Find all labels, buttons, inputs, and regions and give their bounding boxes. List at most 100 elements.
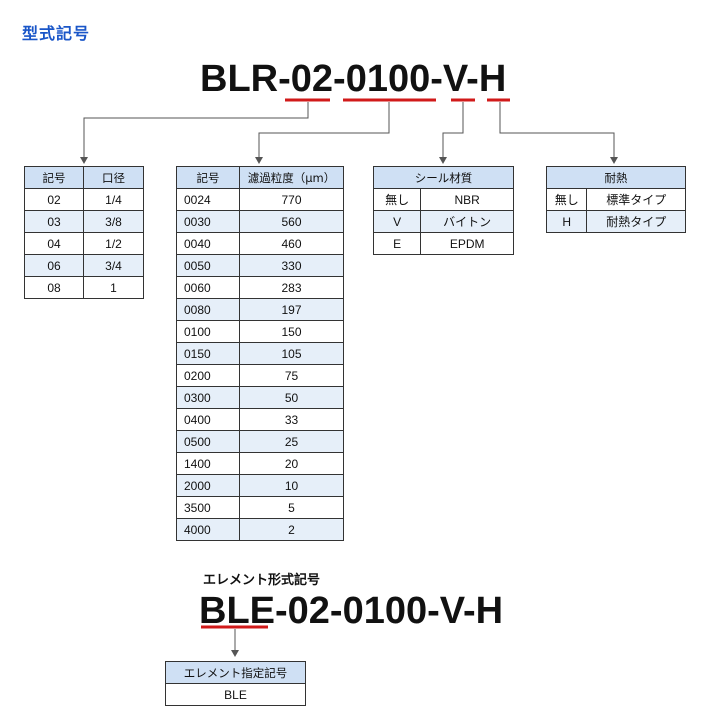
table-cell: 0200	[176, 364, 240, 387]
filter-connector	[258, 102, 390, 157]
table-cell: 105	[239, 342, 344, 365]
table-header: 記号	[176, 166, 240, 189]
table-cell: 4000	[176, 518, 240, 541]
element-code: BLE-02-0100-V-H	[199, 592, 503, 630]
table-cell: 3/4	[83, 254, 144, 277]
model-code: BLR-02-0100-V-H	[200, 60, 506, 98]
table-cell: 0060	[176, 276, 240, 299]
table-cell: EPDM	[420, 232, 514, 255]
element-prefix: BLE	[199, 590, 275, 632]
table-cell: BLE	[165, 683, 306, 706]
table-row: BLE	[165, 683, 306, 706]
table-cell: E	[372, 232, 422, 255]
table-cell: 標準タイプ	[586, 188, 686, 211]
arrowhead	[231, 650, 239, 657]
table-cell: 0500	[176, 430, 240, 453]
model-filter-segment: 0100	[345, 58, 431, 100]
table-cell: V	[372, 210, 422, 233]
table-cell: バイトン	[420, 210, 514, 233]
table-cell: 0100	[176, 320, 240, 343]
model-size-segment: 02	[290, 58, 334, 100]
arrowhead	[439, 157, 447, 164]
model-dash: -	[333, 58, 346, 100]
arrowhead	[80, 157, 88, 164]
element-designation-table: エレメント指定記号 BLE	[165, 661, 306, 706]
table-cell: 0050	[176, 254, 240, 277]
table-cell: 25	[239, 430, 344, 453]
table-cell: 0300	[176, 386, 240, 409]
table-cell: 0150	[176, 342, 240, 365]
element-heading: エレメント形式記号	[203, 573, 321, 588]
table-cell: 無し	[545, 188, 588, 211]
element-rest: -02-0100-V-H	[275, 590, 504, 632]
table-cell: H	[545, 210, 588, 233]
table-cell: 283	[239, 276, 344, 299]
table-cell: 1400	[176, 452, 240, 475]
table-cell: 150	[239, 320, 344, 343]
table-header: 口径	[83, 166, 144, 189]
table-cell: 2000	[176, 474, 240, 497]
table-cell: 5	[239, 496, 344, 519]
table-cell: 耐熱タイプ	[586, 210, 686, 233]
page-heading: 型式記号	[22, 24, 91, 43]
table-cell: 06	[24, 254, 84, 277]
table-header: エレメント指定記号	[165, 661, 306, 684]
model-dash: -	[430, 58, 443, 100]
table-cell: 1/4	[83, 188, 144, 211]
table-cell: 03	[24, 210, 84, 233]
table-cell: 0080	[176, 298, 240, 321]
table-cell: 02	[24, 188, 84, 211]
table-cell: 330	[239, 254, 344, 277]
table-cell: 3500	[176, 496, 240, 519]
model-heat-segment: H	[478, 58, 507, 100]
table-cell: 50	[239, 386, 344, 409]
table-cell: 770	[239, 188, 344, 211]
table-row: 無し標準タイプ	[545, 188, 686, 211]
table-header: シール材質	[373, 166, 514, 189]
model-prefix: BLR-	[200, 58, 291, 100]
arrowhead	[610, 157, 618, 164]
table-cell: 0024	[176, 188, 240, 211]
heat-connector	[499, 102, 615, 157]
table-cell: 2	[239, 518, 344, 541]
table-cell: 33	[239, 408, 344, 431]
table-cell: 0030	[176, 210, 240, 233]
arrowhead	[255, 157, 263, 164]
model-seal-segment: V	[442, 58, 467, 100]
table-cell: 0040	[176, 232, 240, 255]
table-cell: 560	[239, 210, 344, 233]
seal-connector	[442, 102, 464, 157]
table-cell: 10	[239, 474, 344, 497]
table-cell: 75	[239, 364, 344, 387]
table-cell: 197	[239, 298, 344, 321]
table-cell: NBR	[420, 188, 514, 211]
table-cell: 1	[83, 276, 144, 299]
table-header: 耐熱	[546, 166, 686, 189]
size-connector	[83, 102, 309, 157]
table-cell: 04	[24, 232, 84, 255]
table-header: 記号	[24, 166, 84, 189]
table-cell: 3/8	[83, 210, 144, 233]
